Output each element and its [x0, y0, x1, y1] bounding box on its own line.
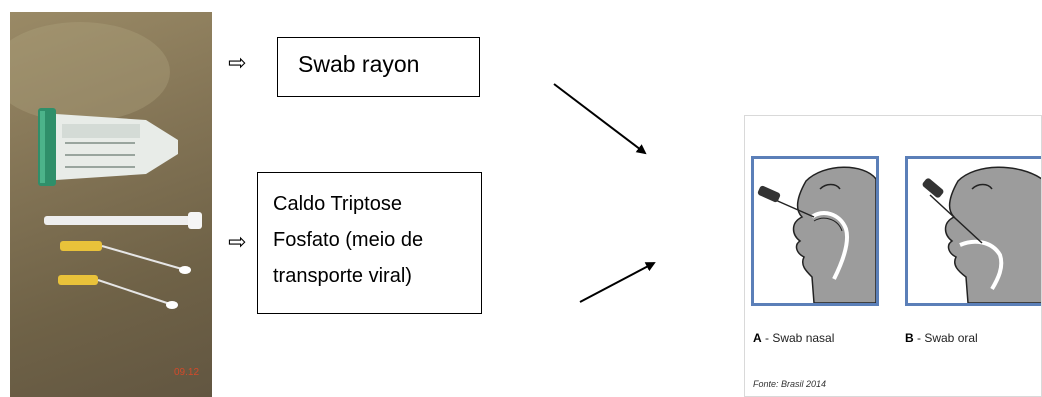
swab-sheath [44, 212, 202, 229]
arrow-to-medium-label: ⇨ [228, 230, 247, 255]
nasal-swab-frame [751, 156, 879, 306]
caption-a-text: - Swab nasal [761, 331, 835, 345]
figure-source: Fonte: Brasil 2014 [753, 379, 827, 389]
swab-label: Swab rayon [298, 51, 420, 77]
oral-swab-caption: B - Swab oral [905, 331, 978, 345]
kit-photo-illustration [10, 22, 202, 309]
nasal-swab-caption: A - Swab nasal [753, 331, 834, 345]
medium-label-line: Caldo Triptose [273, 193, 402, 215]
swab-one [60, 241, 191, 274]
caption-b-text: - Swab oral [913, 331, 978, 345]
transport-tube [38, 108, 178, 186]
oral-swab-illustration [922, 166, 1041, 303]
swab-label-box: Swab rayon [277, 37, 480, 97]
caption-a-letter: A [753, 331, 762, 345]
medium-label-box: Caldo Triptose Fosfato (meio de transpor… [257, 172, 482, 314]
kit-photo: 09.12 [10, 12, 212, 397]
photo-date-stamp: 09.12 [174, 367, 200, 378]
caption-b-letter: B [905, 331, 914, 345]
arrow-up-right [579, 262, 656, 303]
oral-swab-frame [905, 156, 1041, 306]
nasal-swab-illustration [757, 166, 876, 303]
medium-label-line: Fosfato (meio de [273, 229, 424, 251]
arrow-down-right [553, 83, 647, 155]
arrow-to-swab-label: ⇨ [228, 51, 247, 76]
swab-figure-panel: A - Swab nasal B - Swab oral Fonte: Bras… [744, 115, 1042, 397]
swab-two [58, 275, 178, 309]
medium-label-line: transporte viral) [273, 265, 412, 287]
